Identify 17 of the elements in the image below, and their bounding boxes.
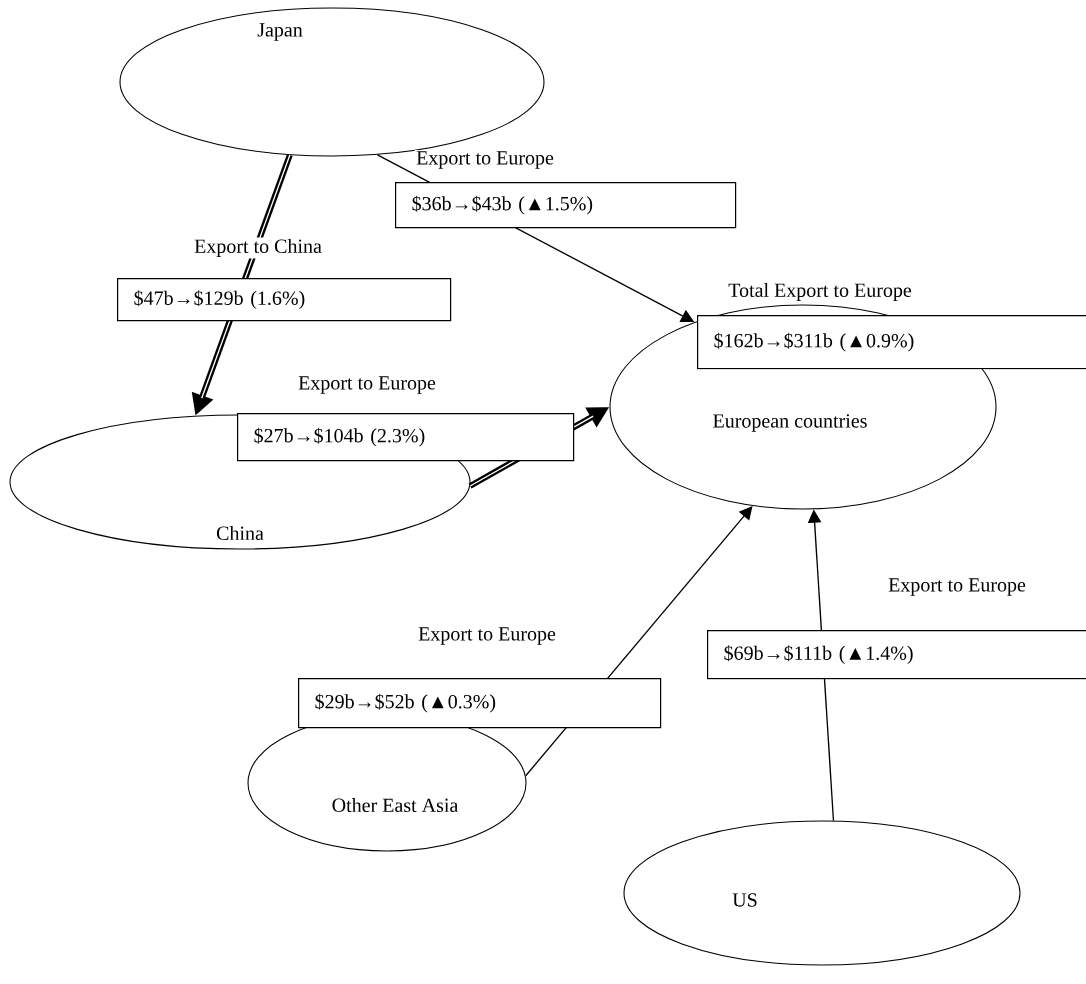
country-name: Other East Asia	[332, 797, 459, 813]
value-box: $162b→$311b (▲0.9%)	[697, 315, 1086, 370]
country-name: Japan	[257, 23, 303, 41]
flow-heading: Export to Europe	[886, 577, 1028, 597]
value-box: $69b→$111b (▲1.4%)	[707, 630, 1086, 680]
flow-heading: Total Export to Europe	[726, 281, 914, 303]
value-box: $36b→$43b (▲1.5%)	[395, 182, 737, 229]
country-name: European countries	[713, 414, 867, 432]
country-name: China	[216, 525, 264, 541]
value-box: $27b→$104b (2.3%)	[237, 413, 575, 462]
flow-heading: Export to Europe	[296, 375, 438, 395]
value-box: $47b→$129b (1.6%)	[117, 278, 452, 322]
value-box: $29b→$52b (▲0.3%)	[298, 678, 662, 729]
flow-heading: Export to Europe	[414, 150, 556, 170]
flow-heading: Export to Europe	[416, 626, 558, 646]
country-name: US	[732, 893, 757, 907]
flow-heading: Export to China	[192, 237, 324, 259]
